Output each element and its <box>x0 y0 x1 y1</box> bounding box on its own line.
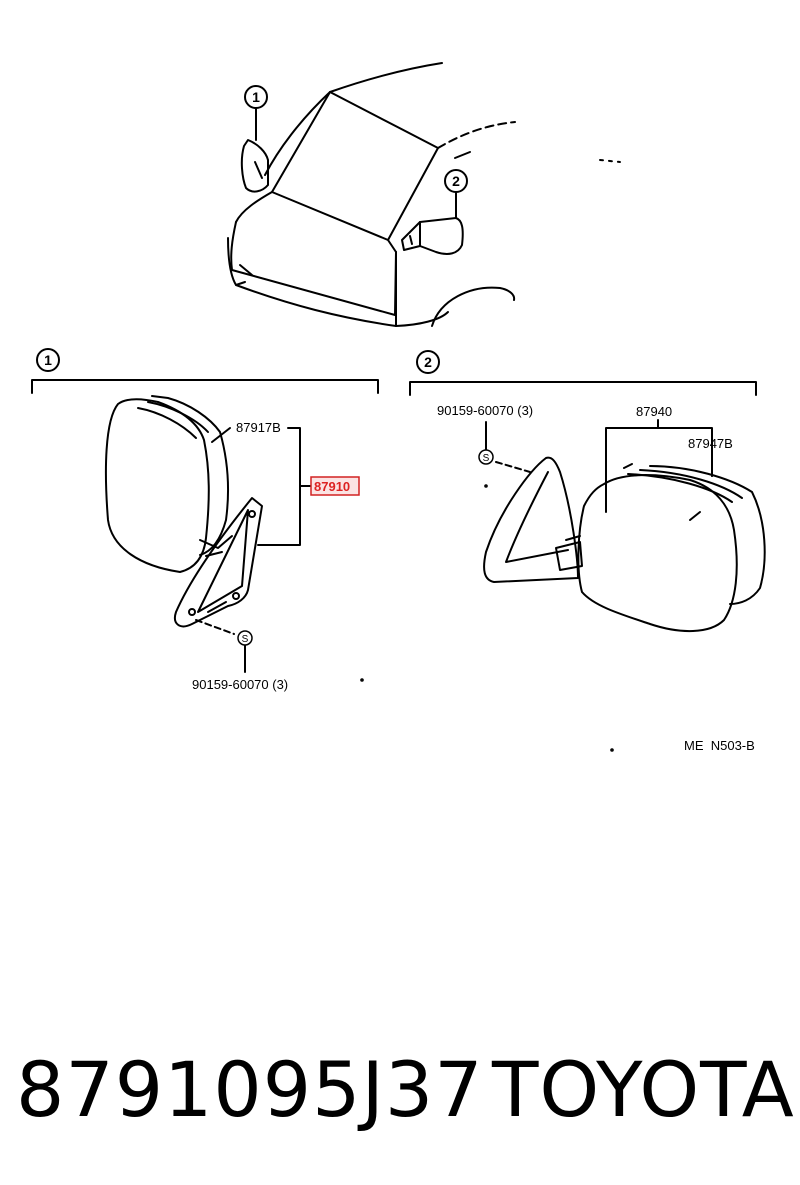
reference-code: ME N503-B <box>684 738 755 753</box>
label-87917b: 87917B <box>236 420 281 435</box>
leader-screw-2 <box>495 461 531 473</box>
screw-symbol-1: S <box>237 630 253 646</box>
callout-1-vehicle: 1 <box>244 85 268 109</box>
svg-text:S: S <box>483 453 490 464</box>
screw-symbol-2: S <box>478 449 494 465</box>
svg-text:2: 2 <box>452 173 460 189</box>
vehicle-mirror-left <box>240 139 269 193</box>
dot-mark <box>484 484 488 488</box>
brand-name: TOYOTA <box>492 1045 795 1134</box>
svg-text:S: S <box>242 634 249 645</box>
label-87940: 87940 <box>636 404 672 419</box>
mirror-assembly-right <box>483 456 766 632</box>
footer: 8791095J37 TOYOTA <box>0 1040 800 1140</box>
label-screw-2: 90159-60070 (3) <box>437 403 533 418</box>
svg-text:2: 2 <box>424 354 432 370</box>
mirror-assembly-left <box>104 395 263 628</box>
label-87947b: 87947B <box>688 436 733 451</box>
svg-text:1: 1 <box>252 89 260 105</box>
callout-2-section: 2 <box>416 350 440 374</box>
tick-mark <box>623 463 633 469</box>
leader-87910-bracket <box>257 427 301 546</box>
dot-mark <box>360 678 364 682</box>
leader-screw-1 <box>195 619 235 635</box>
label-screw-1: 90159-60070 (3) <box>192 677 288 692</box>
callout-2-vehicle: 2 <box>444 169 468 193</box>
leader-87917b <box>211 427 231 443</box>
vehicle-mirror-right <box>401 217 464 255</box>
label-87910[interactable]: 87910 <box>314 479 350 494</box>
part-number: 8791095J37 <box>16 1045 484 1134</box>
dot-mark <box>610 748 614 752</box>
highlight-box-87910 <box>310 476 360 496</box>
section-1-bracket <box>31 379 379 394</box>
section-2-bracket <box>409 381 757 396</box>
vehicle-outline <box>227 62 621 327</box>
svg-text:1: 1 <box>44 352 52 368</box>
parts-diagram: 1 2 1 2 S S 87917B 87910 90159-60070 (3)… <box>31 62 766 753</box>
callout-1-section: 1 <box>36 348 60 372</box>
